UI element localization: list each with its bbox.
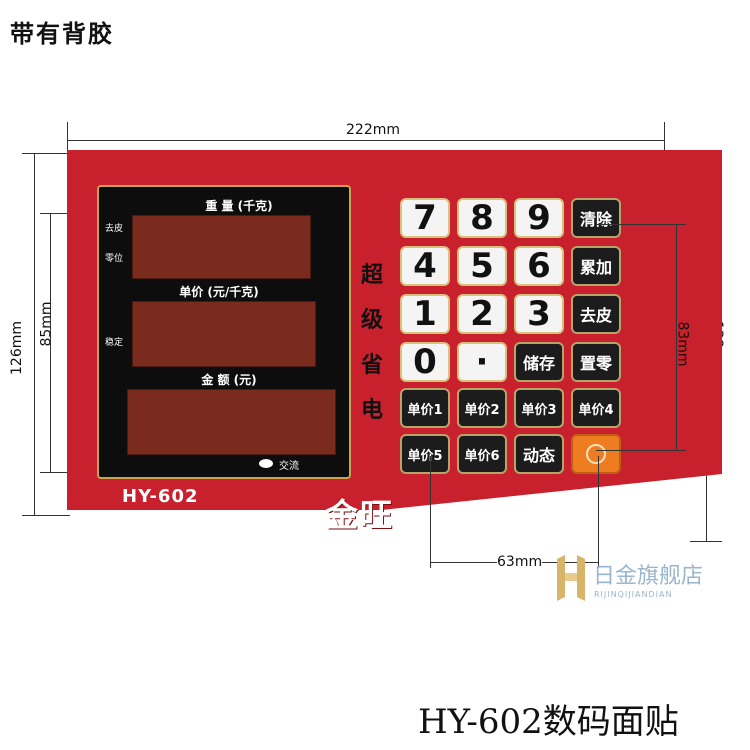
product-title: HY-602数码面贴 (418, 702, 679, 742)
ac-indicator-label: 交流 (279, 461, 299, 472)
display-window: 重 量 (千克) 去皮 零位 单价 (元/千克) 稳定 金 额 (元) 交流 (97, 185, 351, 479)
key-unit-price-6[interactable]: 单价6 (457, 434, 507, 474)
tare-indicator-label: 去皮 (105, 224, 124, 234)
key-9[interactable]: 9 (514, 198, 564, 238)
key-decimal[interactable]: · (457, 342, 507, 382)
key-unit-price-4[interactable]: 单价4 (571, 388, 621, 428)
store-logo-icon (557, 555, 585, 601)
power-button[interactable] (571, 434, 621, 474)
store-watermark-sub: RIJINQIJIANDIAN (594, 590, 673, 599)
dimension-tick-bottom-right (598, 456, 599, 568)
dimension-tick-left-bottom (22, 515, 70, 516)
brand-logo-text: 金旺 (326, 496, 395, 534)
key-2[interactable]: 2 (457, 294, 507, 334)
key-3[interactable]: 3 (514, 294, 564, 334)
dimension-tick-top-left (67, 122, 68, 150)
key-1[interactable]: 1 (400, 294, 450, 334)
key-unit-price-5[interactable]: 单价5 (400, 434, 450, 474)
dimension-tick-keypad-bottom (596, 450, 686, 451)
slogan-char-3: 省 (360, 352, 383, 378)
slogan-char-1: 超 (360, 262, 383, 288)
store-watermark: 日金旗舰店 (593, 564, 704, 589)
key-zero-set[interactable]: 置零 (571, 342, 621, 382)
dimension-tick-left-top (22, 153, 70, 154)
slogan-char-4: 电 (360, 397, 383, 423)
model-number: HY-602 (122, 486, 199, 507)
slogan-char-2: 级 (360, 307, 383, 333)
stable-indicator-label: 稳定 (105, 338, 124, 348)
key-store[interactable]: 储存 (514, 342, 564, 382)
unit-price-screen (132, 301, 316, 367)
key-4[interactable]: 4 (400, 246, 450, 286)
dimension-line-keypad (676, 224, 677, 450)
dimension-height-left: 126mm (9, 321, 25, 375)
unit-price-label: 单价 (元/千克) (179, 285, 259, 299)
dimension-line-left (34, 153, 35, 515)
dimension-tick-right-bottom (690, 541, 722, 542)
dimension-width-bottom: 63mm (497, 554, 543, 570)
key-unit-price-3[interactable]: 单价3 (514, 388, 564, 428)
amount-screen (127, 389, 336, 455)
key-unit-price-2[interactable]: 单价2 (457, 388, 507, 428)
key-7[interactable]: 7 (400, 198, 450, 238)
ac-indicator-dot (259, 459, 273, 468)
dimension-tick-top-right (664, 122, 665, 150)
dimension-height-keypad: 83mm (674, 321, 691, 367)
key-unit-price-1[interactable]: 单价1 (400, 388, 450, 428)
dimension-line-top (67, 140, 664, 141)
dimension-height-display: 85mm (38, 301, 55, 347)
key-6[interactable]: 6 (514, 246, 564, 286)
weight-screen (132, 215, 311, 279)
dimension-tick-keypad-top (596, 224, 686, 225)
weight-label: 重 量 (千克) (205, 199, 273, 213)
adhesive-label: 带有背胶 (10, 20, 114, 48)
key-clear[interactable]: 清除 (571, 198, 621, 238)
key-5[interactable]: 5 (457, 246, 507, 286)
key-0[interactable]: 0 (400, 342, 450, 382)
key-8[interactable]: 8 (457, 198, 507, 238)
dimension-width-top: 222mm (346, 122, 400, 138)
key-tare[interactable]: 去皮 (571, 294, 621, 334)
dimension-tick-bottom-left (430, 456, 431, 568)
zero-indicator-label: 零位 (105, 254, 124, 264)
key-dynamic[interactable]: 动态 (514, 434, 564, 474)
key-accumulate[interactable]: 累加 (571, 246, 621, 286)
dimension-line-display (50, 213, 51, 472)
power-icon (586, 444, 606, 464)
amount-label: 金 额 (元) (201, 373, 257, 387)
